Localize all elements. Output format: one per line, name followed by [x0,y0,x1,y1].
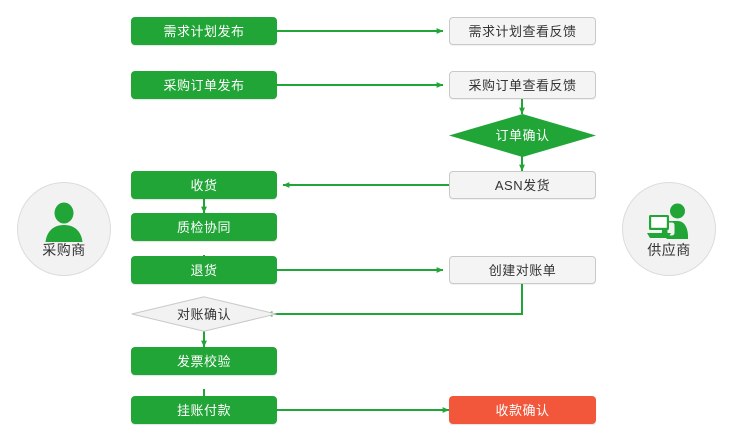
node-demand-plan-publish[interactable]: 需求计划发布 [131,17,277,45]
actor-buyer-label: 采购商 [42,241,86,258]
node-receive-goods[interactable]: 收货 [131,171,277,199]
node-order-confirm-label: 订单确认 [495,128,550,143]
node-asn-shipment[interactable]: ASN发货 [449,171,596,199]
node-payment-posting[interactable]: 挂账付款 [131,396,277,424]
edge-n10-n11 [265,284,523,317]
person-computer-icon [646,202,692,242]
node-reconciliation-confirm[interactable]: 对账确认 [131,296,277,332]
node-payment-receipt-confirm[interactable]: 收款确认 [449,396,596,424]
node-purchase-order-publish[interactable]: 采购订单发布 [131,71,277,99]
actor-supplier[interactable]: 供应商 [622,182,716,276]
node-purchase-order-feedback[interactable]: 采购订单查看反馈 [449,71,596,99]
node-demand-plan-feedback[interactable]: 需求计划查看反馈 [449,17,596,45]
actor-buyer[interactable]: 采购商 [17,182,111,276]
node-invoice-verification[interactable]: 发票校验 [131,347,277,375]
node-order-confirm[interactable]: 订单确认 [449,114,596,157]
node-return-goods[interactable]: 退货 [131,256,277,284]
person-icon [41,202,87,242]
node-create-statement[interactable]: 创建对账单 [449,256,596,284]
node-reconciliation-confirm-label: 对账确认 [176,306,231,322]
node-quality-inspection[interactable]: 质检协同 [131,213,277,241]
actor-supplier-label: 供应商 [647,241,691,258]
